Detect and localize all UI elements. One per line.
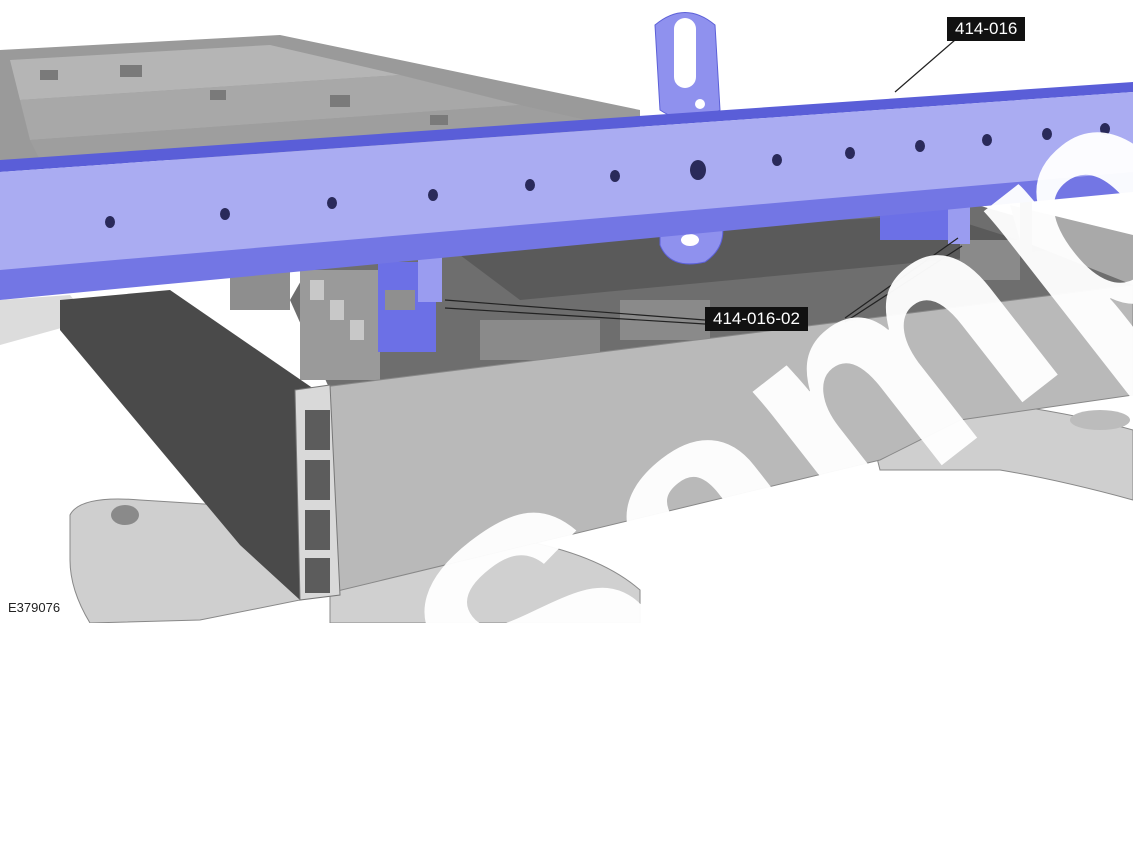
- battery-tray-left-wall: [60, 290, 330, 600]
- callout-label-tool-adapter: 414-016-02: [705, 307, 808, 331]
- battery-tray-end-cap: [294, 384, 341, 601]
- lifting-beam: [0, 12, 1133, 300]
- callout-label-tool-main: 414-016: [947, 17, 1026, 41]
- leader-lines: [444, 39, 963, 325]
- battery-lifting-illustration: [0, 12, 1133, 623]
- figure-id-label: E379076: [8, 600, 61, 615]
